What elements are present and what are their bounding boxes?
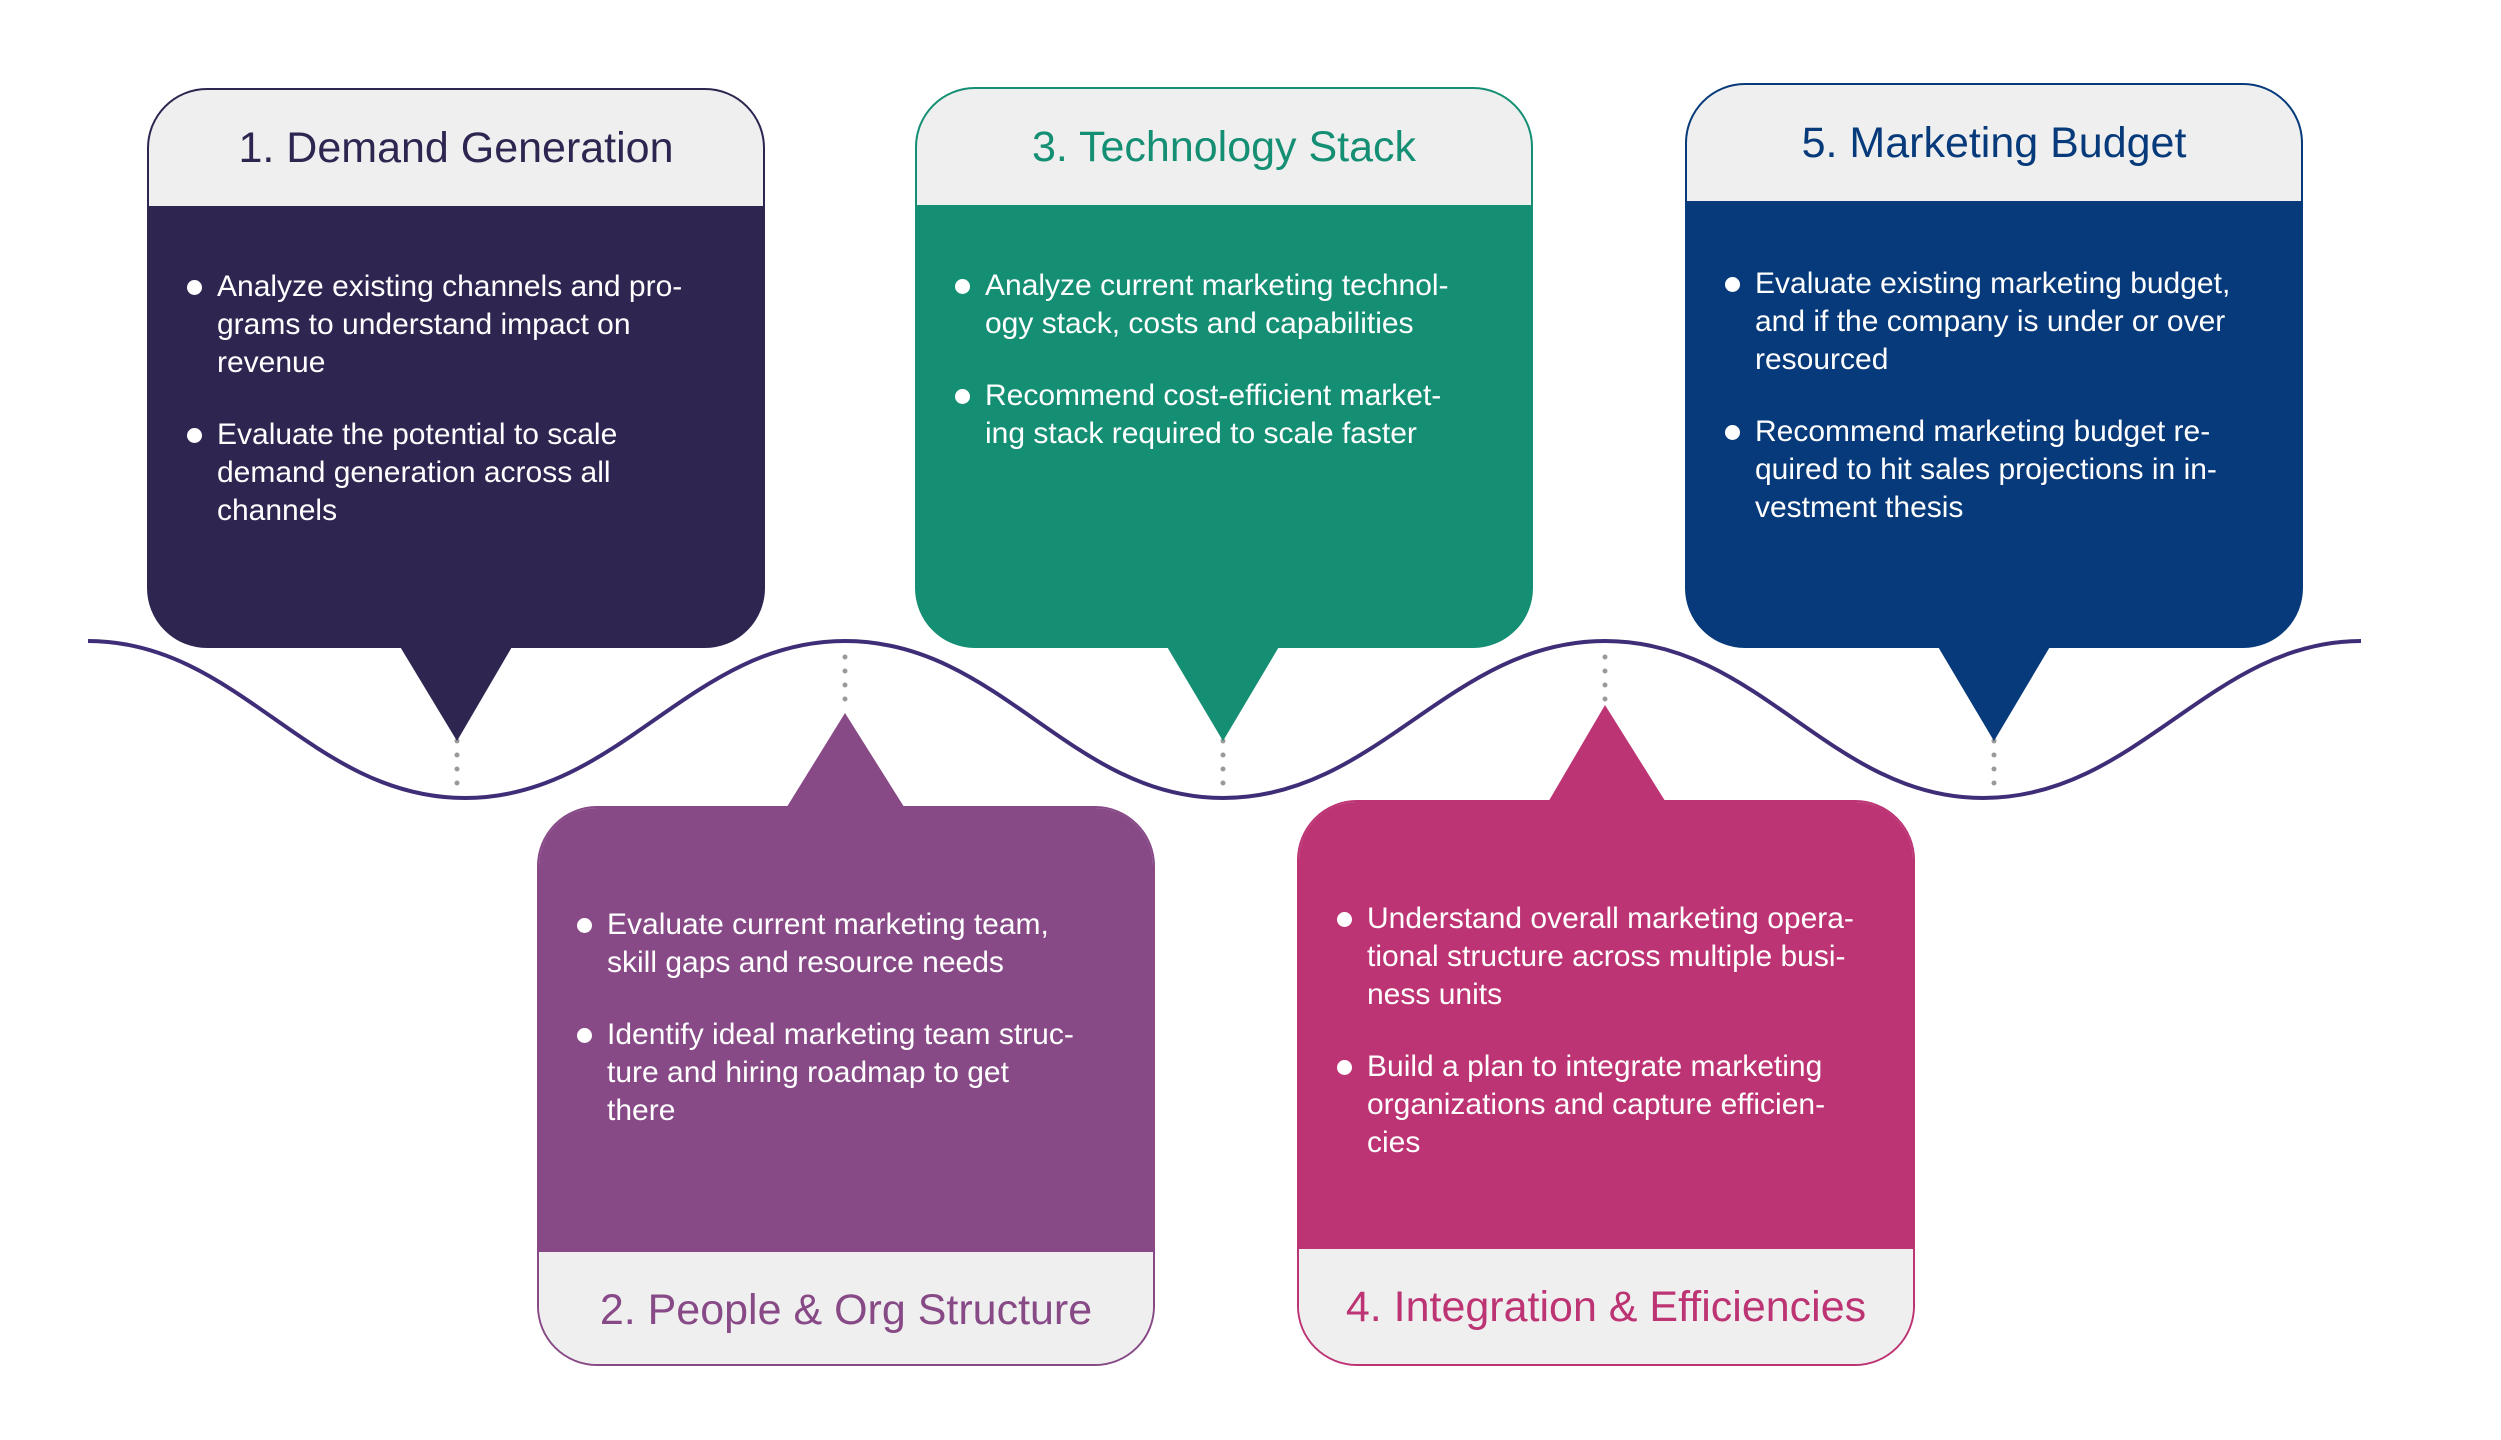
bullet-line: Recommend cost-efficient market- xyxy=(985,379,1442,412)
bullet: Analyze existing channels and pro-grams … xyxy=(187,268,733,382)
bullet-line: and if the company is under or over xyxy=(1755,305,2226,338)
bullet-line: Analyze current marketing technol- xyxy=(985,269,1449,302)
bullet-line: grams to understand impact on xyxy=(217,308,631,341)
bullet-line: demand generation across all xyxy=(217,456,611,489)
bullet: Evaluate the potential to scale demand ge… xyxy=(187,416,733,530)
bullet-line: organizations and capture efficien- xyxy=(1367,1088,1826,1121)
bullet: Identify ideal marketing team struc-ture… xyxy=(577,1016,1123,1130)
bullet-line: Evaluate the potential to scale xyxy=(217,418,618,451)
connector-dots xyxy=(454,654,1997,798)
pointer-integration xyxy=(1547,705,1667,804)
bullet-line: ing stack required to scale faster xyxy=(985,417,1417,450)
bullet-line: vestment thesis xyxy=(1755,491,1964,524)
bullet-line: Evaluate current marketing team, xyxy=(607,908,1049,941)
step-technology-stack: 3. Technology Stack Analyze current mark… xyxy=(915,87,1533,648)
bullet: Evaluate existing marketing budget, and i… xyxy=(1725,265,2271,379)
step-integration-efficiencies: Understand overall marketing opera-tiona… xyxy=(1297,800,1915,1366)
bullet: Evaluate current marketing team, skill ga… xyxy=(577,906,1123,982)
bullet-line: skill gaps and resource needs xyxy=(607,946,1004,979)
bullet-line: cies xyxy=(1367,1126,1421,1159)
step-demand-generation: 1. Demand Generation Analyze existing ch… xyxy=(147,88,765,648)
bullet-line: Recommend marketing budget re- xyxy=(1755,415,2211,448)
pointer-demand xyxy=(396,640,516,741)
bullet-line: Evaluate existing marketing budget, xyxy=(1755,267,2231,300)
bullet: Build a plan to integrate marketing organ… xyxy=(1337,1048,1883,1162)
bullet: Understand overall marketing opera-tiona… xyxy=(1337,900,1883,1014)
bullet-line: channels xyxy=(217,494,338,527)
step-title: 3. Technology Stack xyxy=(917,89,1531,205)
pointer-tech xyxy=(1163,640,1283,741)
bullet-line: there xyxy=(607,1094,676,1127)
bullet-line: ture and hiring roadmap to get xyxy=(607,1056,1009,1089)
step-title: 2. People & Org Structure xyxy=(539,1252,1153,1364)
bullet: Recommend marketing budget re-quired to … xyxy=(1725,413,2271,527)
bullet-line: resourced xyxy=(1755,343,1889,376)
wave-line xyxy=(87,638,2362,801)
bullet-line: ness units xyxy=(1367,978,1503,1011)
pointer-people xyxy=(785,713,906,810)
bullet-line: Identify ideal marketing team struc- xyxy=(607,1018,1074,1051)
bullet: Recommend cost-efficient market-ing stac… xyxy=(955,377,1501,453)
step-marketing-budget: 5. Marketing Budget Evaluate existing ma… xyxy=(1685,83,2303,648)
bullet-line: Build a plan to integrate marketing xyxy=(1367,1050,1823,1083)
step-title: 4. Integration & Efficiencies xyxy=(1299,1249,1913,1364)
bullet-line: revenue xyxy=(217,346,326,379)
bullet-line: Understand overall marketing opera- xyxy=(1367,902,1854,935)
bullet-line: Analyze existing channels and pro- xyxy=(217,270,683,303)
step-people-org-structure: Evaluate current marketing team, skill ga… xyxy=(537,806,1155,1366)
bullet: Analyze current marketing technol-ogy st… xyxy=(955,267,1501,343)
bullet-line: tional structure across multiple busi- xyxy=(1367,940,1846,973)
bullet-line: quired to hit sales projections in in- xyxy=(1755,453,2217,486)
step-title: 1. Demand Generation xyxy=(149,90,763,206)
pointer-budget xyxy=(1934,640,2054,741)
step-title: 5. Marketing Budget xyxy=(1687,85,2301,201)
bullet-line: ogy stack, costs and capabilities xyxy=(985,307,1414,340)
